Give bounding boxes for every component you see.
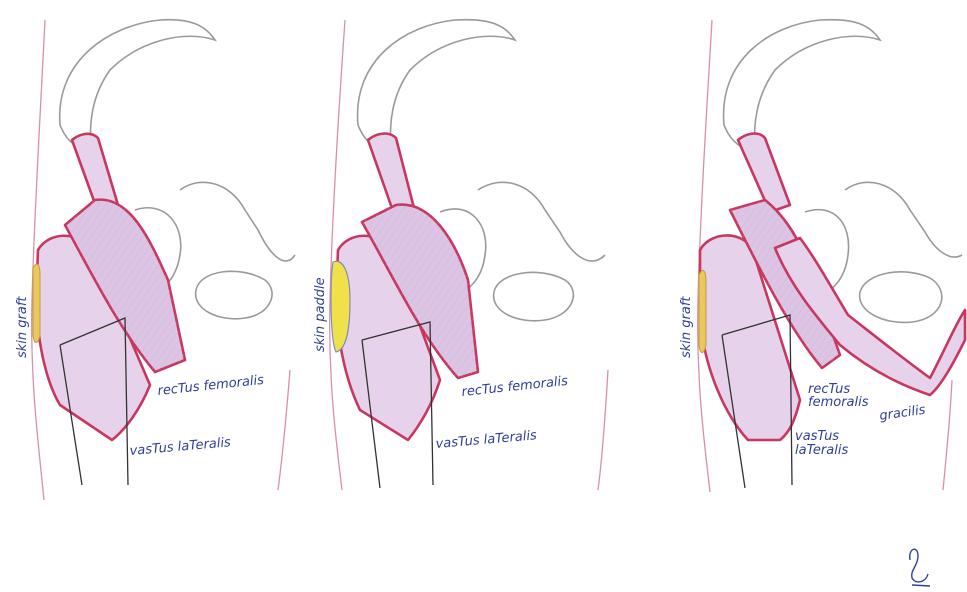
- pelvis-outline: [478, 182, 605, 261]
- skin-graft-label: skin graft: [679, 296, 694, 358]
- skin-graft-strip: [699, 270, 706, 352]
- pelvis-outline: [845, 182, 962, 257]
- ilium-bone: [724, 20, 880, 150]
- pelvis-outline: [180, 182, 295, 261]
- skin-graft-strip: [33, 264, 40, 342]
- vastus-lateralis-label: vasTus laTeralis: [435, 428, 538, 452]
- obturator-foramen: [196, 271, 272, 318]
- rectus-femoris-label-line2: femoralis: [808, 395, 869, 410]
- ilium-bone: [60, 20, 215, 150]
- skin-paddle-label: skin paddle: [313, 277, 328, 352]
- obturator-foramen: [494, 272, 574, 320]
- artist-signature: [910, 549, 930, 586]
- rectus-femoris-label: recTus femoralis: [461, 374, 569, 400]
- gracilis-label: gracilis: [878, 403, 926, 424]
- skin-contour-right: [278, 370, 290, 490]
- rectus-tendon: [368, 134, 414, 214]
- skin-contour-right: [598, 370, 608, 490]
- panel-2: skin paddle recTus femoralis vasTus laTe…: [313, 20, 608, 490]
- panel-3: skin graft recTus femoralis vasTus laTer…: [679, 20, 965, 492]
- obturator-foramen: [860, 272, 942, 323]
- skin-graft-label: skin graft: [15, 296, 30, 358]
- vastus-lateralis-label: vasTus laTeralis: [129, 435, 232, 459]
- vastus-lateralis-label-line2: laTeralis: [795, 443, 848, 458]
- panel-1: skin graft recTus femoralis vasTus laTer…: [15, 20, 295, 500]
- ilium-bone: [358, 20, 515, 150]
- rectus-femoris-label: recTus femoralis: [157, 373, 265, 399]
- skin-contour-right: [943, 380, 952, 490]
- vastus-lateralis-label-line1: vasTus: [795, 429, 839, 444]
